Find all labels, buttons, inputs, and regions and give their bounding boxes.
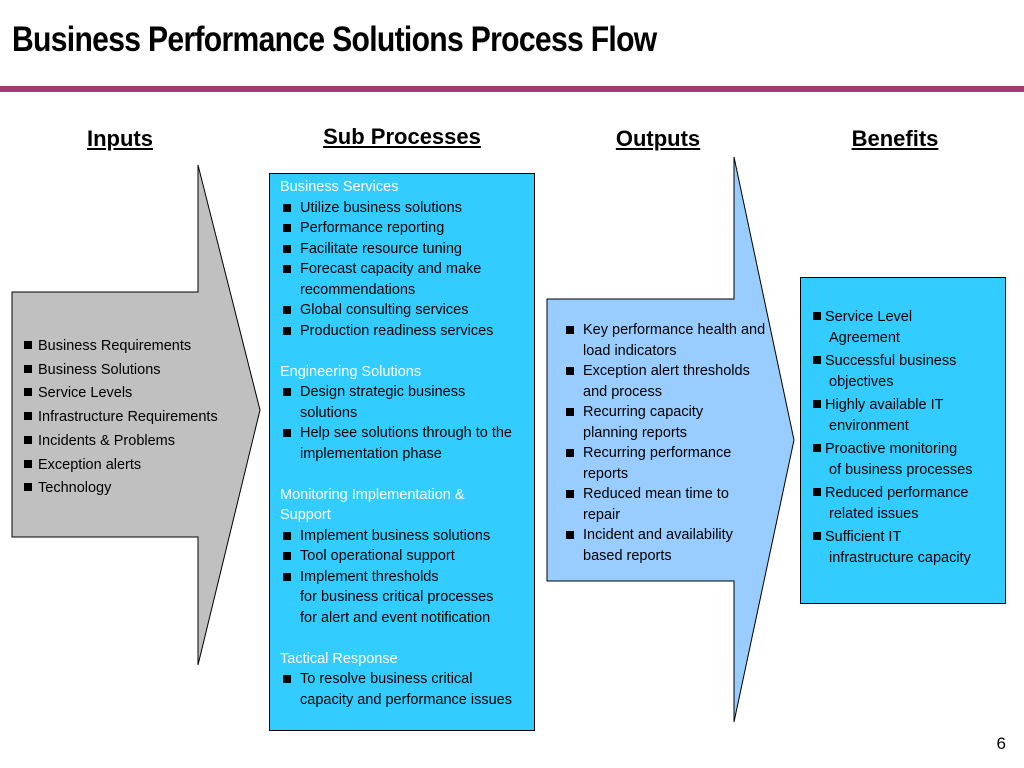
inputs-arrow: [11, 164, 261, 666]
slide-title: Business Performance Solutions Process F…: [12, 20, 657, 59]
bullet-icon: [813, 400, 821, 408]
inputs-header: Inputs: [87, 126, 153, 151]
section-title: Business Services: [280, 179, 399, 195]
bullet-icon: [283, 388, 291, 396]
bullet-icon: [24, 483, 32, 492]
list-item: Tool operational support: [280, 546, 532, 567]
section-title: Tactical Response: [280, 650, 398, 667]
bullet-icon: [24, 459, 32, 468]
list-item: Design strategic business solutions: [280, 382, 500, 423]
list-item: Reduced mean time to repair: [563, 484, 763, 525]
inputs-list: Business Requirements Business Solutions…: [24, 335, 264, 501]
list-item: Forecast capacity and make recommendatio…: [280, 259, 510, 300]
bullet-icon: [813, 356, 821, 364]
list-item: To resolve business critical capacity an…: [280, 669, 515, 710]
bullet-icon: [283, 531, 291, 540]
title-divider: [0, 86, 1024, 92]
bullet-icon: [566, 367, 574, 375]
list-item: Production readiness services: [280, 321, 532, 342]
bullet-icon: [283, 572, 291, 581]
benefits-box: [800, 277, 1006, 604]
list-item: Business Requirements: [24, 335, 264, 359]
bullet-icon: [283, 224, 291, 232]
list-item: Infrastructure Requirements: [24, 406, 264, 430]
bullet-icon: [283, 265, 291, 273]
list-item: Global consulting services: [280, 300, 532, 321]
list-item: Exception alerts: [24, 454, 264, 478]
sub-processes-list: Business Services Utilize business solut…: [280, 177, 532, 710]
bullet-icon: [813, 532, 821, 540]
list-item: Implement thresholds: [280, 567, 532, 588]
list-item: Utilize business solutions: [280, 198, 532, 219]
page-number: 6: [996, 734, 1006, 753]
list-item: Performance reporting: [280, 218, 532, 239]
list-item: Help see solutions through to the implem…: [280, 423, 530, 464]
bullet-icon: [813, 488, 821, 496]
bullet-icon: [813, 312, 821, 320]
list-item: Exception alert thresholds and process: [563, 361, 753, 402]
bullet-icon: [566, 449, 574, 457]
bullet-icon: [283, 675, 291, 683]
outputs-header: Outputs: [615, 126, 701, 151]
bullet-icon: [24, 388, 32, 397]
list-item: Recurring performance reports: [563, 443, 768, 484]
sub-processes-header: Sub Processes: [323, 124, 481, 149]
list-item: Technology: [24, 477, 264, 501]
bullet-icon: [24, 341, 32, 349]
bullet-icon: [566, 408, 574, 416]
bullet-icon: [566, 490, 574, 498]
bullet-icon: [566, 531, 574, 539]
bullet-icon: [283, 429, 291, 437]
sub-processes-box: [269, 173, 535, 731]
list-item: Service Levels: [24, 382, 264, 406]
list-item: Business Solutions: [24, 359, 264, 383]
bullet-icon: [283, 326, 291, 335]
list-item: for business critical processes: [300, 589, 494, 605]
section-title: Engineering Solutions: [280, 363, 422, 380]
bullet-icon: [283, 306, 291, 314]
bullet-icon: [283, 244, 291, 253]
bullet-icon: [24, 435, 32, 444]
list-item: Incident and availability based reports: [563, 525, 768, 566]
bullet-icon: [813, 444, 821, 452]
bullet-icon: [24, 364, 32, 373]
outputs-arrow: [546, 156, 795, 723]
list-item: Incidents & Problems: [24, 430, 264, 454]
list-item: Implement business solutions: [280, 526, 532, 547]
list-item: Recurring capacity planning reports: [563, 402, 733, 443]
section-title: Monitoring Implementation & Support: [280, 486, 465, 524]
benefits-header: Benefits: [851, 126, 939, 151]
list-item: Key performance health and load indicato…: [563, 320, 773, 361]
list-item: for alert and event notification: [300, 609, 491, 626]
outputs-list: Key performance health and load indicato…: [558, 320, 773, 566]
bullet-icon: [283, 552, 291, 560]
bullet-icon: [283, 203, 291, 212]
list-item: Facilitate resource tuning: [280, 239, 532, 260]
bullet-icon: [24, 412, 32, 421]
bullet-icon: [566, 326, 574, 334]
